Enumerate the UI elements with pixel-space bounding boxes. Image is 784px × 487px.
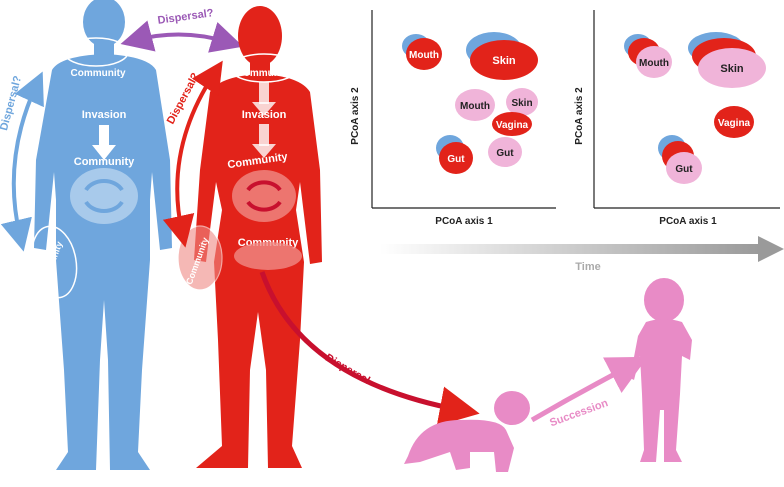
pcoa-plot-1: PCoA axis 2 PCoA axis 1 Mouth Skin Mouth… — [350, 10, 556, 227]
plot1-x-axis-label: PCoA axis 1 — [435, 216, 493, 227]
blue-adult-figure — [34, 0, 172, 470]
plot2-x-axis-label: PCoA axis 1 — [659, 216, 717, 227]
plot1-mouth-red-node: Mouth — [402, 34, 442, 70]
plot2-vagina-node: Vagina — [714, 106, 754, 138]
red-hand-community: Community — [177, 225, 223, 291]
plot1-skin-red-label: Skin — [492, 55, 516, 67]
plot1-skin-pink-node: Skin — [506, 88, 538, 116]
crawling-baby-figure — [404, 391, 530, 472]
red-invasion: Invasion — [242, 82, 287, 158]
plot1-mouth-pink-label: Mouth — [460, 101, 490, 112]
plot2-y-axis-label: PCoA axis 2 — [574, 87, 585, 145]
red-invasion-label: Invasion — [242, 109, 287, 121]
red-adult-figure — [194, 6, 322, 468]
succession-arrow: Succession — [530, 356, 648, 429]
blue-invasion-label: Invasion — [82, 109, 127, 121]
red-dispersal-label: Dispersal? — [165, 71, 202, 127]
plot2-mouth-node: Mouth — [624, 34, 672, 78]
time-arrow: Time — [380, 236, 784, 273]
blue-gut-community: Community — [70, 156, 138, 224]
plot1-gut-red-label: Gut — [447, 154, 465, 165]
blue-gut-community-label: Community — [74, 156, 135, 168]
pcoa-plot-2: PCoA axis 2 PCoA axis 1 Mouth Skin Vagin… — [574, 10, 780, 227]
red-vagina-community: Community — [234, 237, 302, 270]
red-head-community-label: Community — [237, 68, 292, 79]
plot1-gut-pink-label: Gut — [496, 148, 514, 159]
plot1-skin-red-node: Skin — [466, 32, 538, 80]
plot1-mouth-pink-node: Mouth — [455, 89, 495, 121]
plot1-gut-red-node: Gut — [436, 135, 473, 174]
plot1-y-axis-label: PCoA axis 2 — [350, 87, 361, 145]
succession-label: Succession — [548, 397, 610, 429]
top-dispersal-arrow: Dispersal? — [120, 7, 244, 53]
plot2-gut-node: Gut — [658, 135, 702, 184]
blue-invasion: Invasion — [82, 109, 127, 160]
plot1-vagina-label: Vagina — [496, 120, 529, 131]
plot2-gut-label: Gut — [675, 164, 693, 175]
time-label: Time — [575, 261, 600, 273]
mother-to-baby-dispersal-label: Dispersal — [323, 352, 372, 387]
plot2-skin-node: Skin — [688, 32, 766, 88]
top-dispersal-label: Dispersal? — [157, 7, 215, 27]
plot1-mouth-red-label: Mouth — [409, 50, 439, 61]
plot1-vagina-node: Vagina — [492, 112, 532, 136]
plot2-vagina-label: Vagina — [718, 118, 751, 129]
plot1-skin-pink-label: Skin — [511, 98, 532, 109]
plot2-skin-label: Skin — [720, 63, 744, 75]
blue-head-community-label: Community — [71, 68, 126, 79]
blue-dispersal-arrow: Dispersal? — [0, 71, 44, 252]
standing-toddler-figure — [630, 278, 692, 462]
plot1-gut-pink-node: Gut — [488, 137, 522, 167]
plot2-mouth-label: Mouth — [639, 58, 669, 69]
